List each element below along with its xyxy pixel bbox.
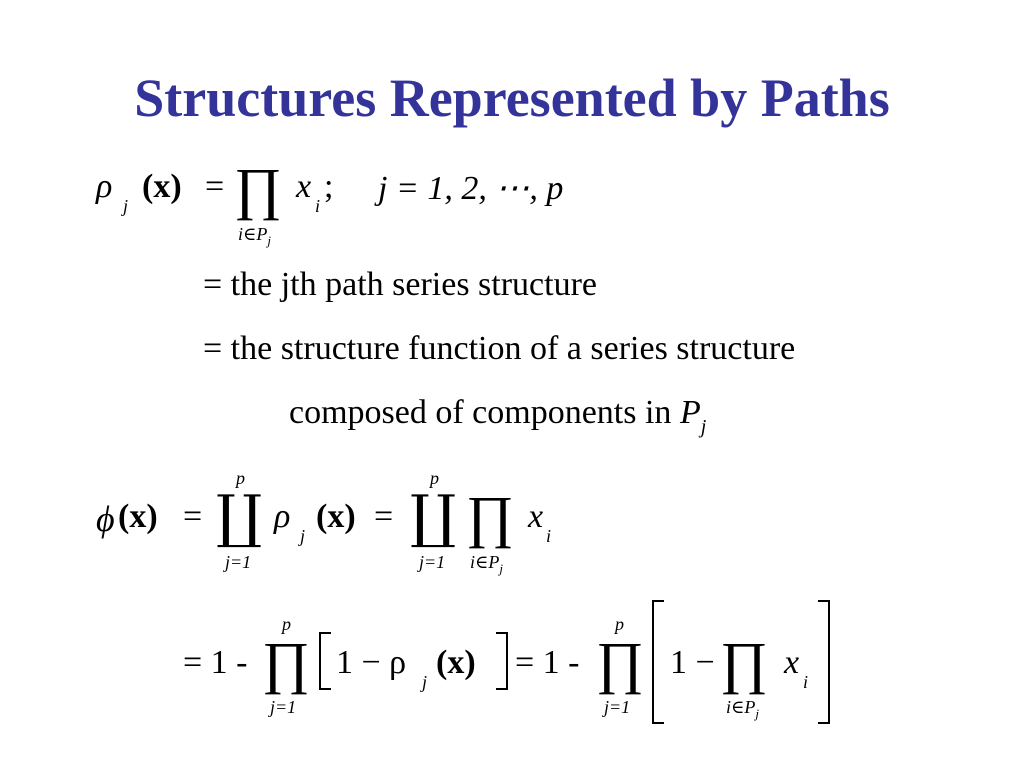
inner-rho-subscript: j bbox=[422, 672, 428, 692]
equals-sign: = bbox=[183, 498, 203, 535]
term-subscript: i bbox=[803, 672, 809, 692]
product-upper-limit-2: p bbox=[615, 614, 624, 634]
equals-sign-2: = bbox=[374, 498, 394, 535]
middle-expression: = 1 - bbox=[515, 644, 580, 681]
rho-subscript: j bbox=[123, 196, 129, 216]
product-lower-limit: i∈Pj bbox=[238, 224, 271, 248]
definition-line-2: = the structure function of a series str… bbox=[203, 330, 796, 367]
coproduct-symbol-2: ∐ bbox=[410, 484, 457, 549]
term-x: x bbox=[296, 168, 312, 205]
phi-symbol: ϕ bbox=[96, 499, 115, 539]
inner-argument: (x) bbox=[436, 644, 476, 681]
product-symbol: ∏ bbox=[466, 484, 514, 549]
rho-subscript: j bbox=[300, 526, 306, 546]
bracket-inner-expression: 1 − ρ bbox=[336, 644, 407, 681]
rho-symbol: ρ bbox=[274, 498, 291, 535]
coproduct-lower-limit: j=1 bbox=[225, 552, 252, 572]
coproduct-symbol: ∐ bbox=[216, 484, 263, 549]
coproduct-lower-limit-2: j=1 bbox=[419, 552, 446, 572]
product-lower-limit: j=1 bbox=[270, 697, 297, 717]
slide-title: Structures Represented by Paths bbox=[134, 68, 890, 128]
definition-line-1: = the jth path series structure bbox=[203, 266, 598, 303]
coproduct-upper-limit: p bbox=[236, 468, 245, 488]
lead-expression: = 1 - bbox=[183, 644, 248, 681]
product-symbol: ∏ bbox=[234, 156, 282, 221]
definition-line-3: composed of components in Pj bbox=[289, 394, 707, 438]
equals-sign: = bbox=[205, 168, 225, 205]
left-bracket-2 bbox=[652, 600, 664, 724]
term-subscript: i bbox=[546, 526, 552, 546]
product-upper-limit: p bbox=[282, 614, 291, 634]
product-lower-limit-3: i∈Pj bbox=[726, 697, 759, 721]
product-symbol-3: ∏ bbox=[720, 630, 768, 695]
term-subscript: i bbox=[315, 196, 321, 216]
argument-x: (x) bbox=[142, 168, 182, 205]
product-symbol-2: ∏ bbox=[596, 630, 644, 695]
right-bracket-2 bbox=[818, 600, 830, 724]
product-symbol: ∏ bbox=[262, 630, 310, 695]
rho-symbol: ρ bbox=[96, 168, 113, 205]
right-bracket bbox=[496, 632, 508, 690]
term-x: x bbox=[528, 498, 544, 535]
semicolon: ; bbox=[324, 168, 334, 205]
bracket-inner-expression-2: 1 − bbox=[670, 644, 715, 681]
product-lower-limit: i∈Pj bbox=[470, 552, 503, 576]
rho-argument: (x) bbox=[316, 498, 356, 535]
left-bracket bbox=[319, 632, 331, 690]
phi-argument: (x) bbox=[118, 498, 158, 535]
index-range: j = 1, 2, ⋯, p bbox=[378, 170, 564, 207]
coproduct-upper-limit-2: p bbox=[430, 468, 439, 488]
product-lower-limit-2: j=1 bbox=[604, 697, 631, 717]
term-x: x bbox=[784, 644, 800, 681]
